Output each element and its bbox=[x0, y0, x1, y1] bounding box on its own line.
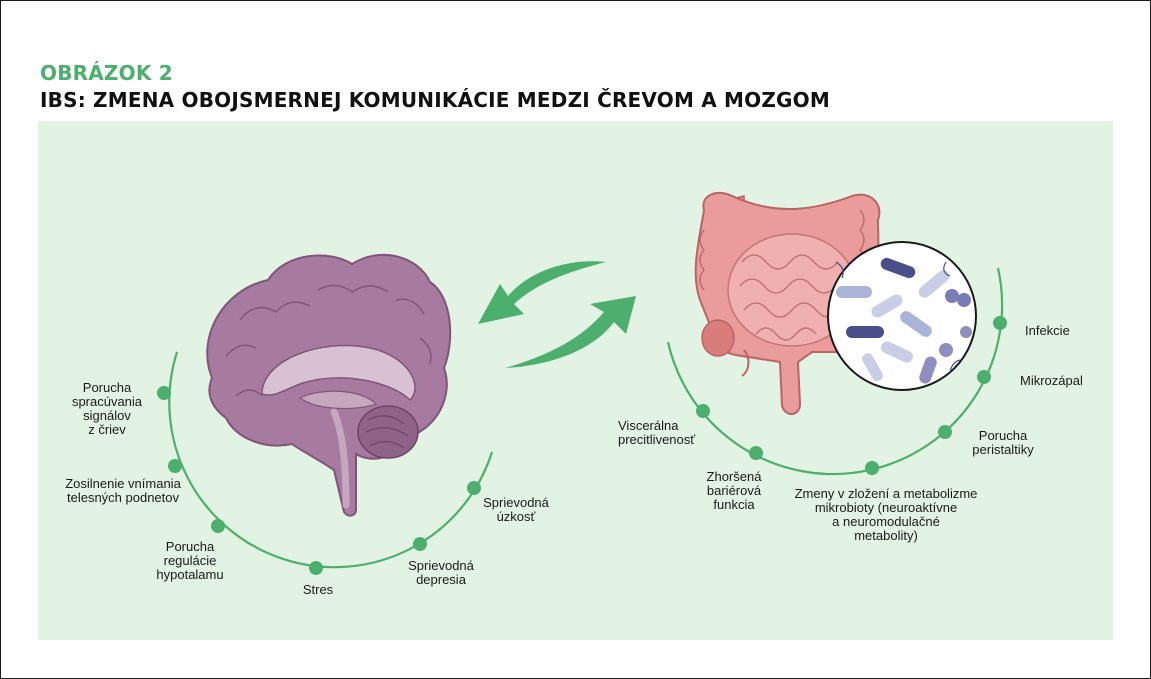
dot-hypothalamus bbox=[211, 519, 225, 533]
figure-title: IBS: ZMENA OBOJSMERNEJ KOMUNIKÁCIE MEDZI… bbox=[40, 88, 830, 112]
gut-factor-infections: Infekcie bbox=[1025, 323, 1070, 338]
dot-visceral bbox=[696, 404, 710, 418]
bidirectional-arrows bbox=[478, 261, 636, 368]
brain-factor-signal: Porucha spracúvania signálov z čriev bbox=[71, 380, 143, 437]
dot-microinflammation bbox=[977, 370, 991, 384]
gut-factor-microinflammation: Mikrozápal bbox=[1020, 373, 1083, 388]
brain-factor-stress: Stres bbox=[302, 582, 334, 597]
intestine-illustration bbox=[694, 191, 882, 415]
dot-infections bbox=[993, 316, 1007, 330]
dot-barrier bbox=[749, 446, 763, 460]
figure-label: OBRÁZOK 2 bbox=[40, 61, 173, 85]
gut-factor-peristalsis: Porucha peristaltiky bbox=[972, 428, 1034, 457]
gut-factor-visceral: Viscerálna precitlivenosť bbox=[618, 418, 696, 447]
brain-factor-depression: Sprievodná depresia bbox=[408, 558, 474, 587]
dot-peristalsis bbox=[938, 425, 952, 439]
dot-microbiota bbox=[865, 461, 879, 475]
brain-factor-hypothalamus: Porucha regulácie hypotalamu bbox=[156, 539, 224, 582]
dot-perception bbox=[168, 459, 182, 473]
brain-factor-anxiety: Sprievodná úzkosť bbox=[483, 495, 549, 524]
brain-factor-arc bbox=[168, 351, 494, 569]
brain-factor-perception: Zosilnenie vnímania telesných podnetov bbox=[65, 476, 181, 505]
gut-factor-microbiota: Zmeny v zložení a metabolizme mikrobioty… bbox=[794, 486, 978, 543]
brain-illustration bbox=[206, 253, 452, 517]
gut-factor-barrier: Zhoršená bariérová funkcia bbox=[706, 469, 762, 512]
dot-stress bbox=[309, 561, 323, 575]
dot-depression bbox=[413, 537, 427, 551]
dot-anxiety bbox=[467, 481, 481, 495]
dot-signal bbox=[157, 386, 171, 400]
microbiota-magnifier bbox=[827, 241, 977, 391]
